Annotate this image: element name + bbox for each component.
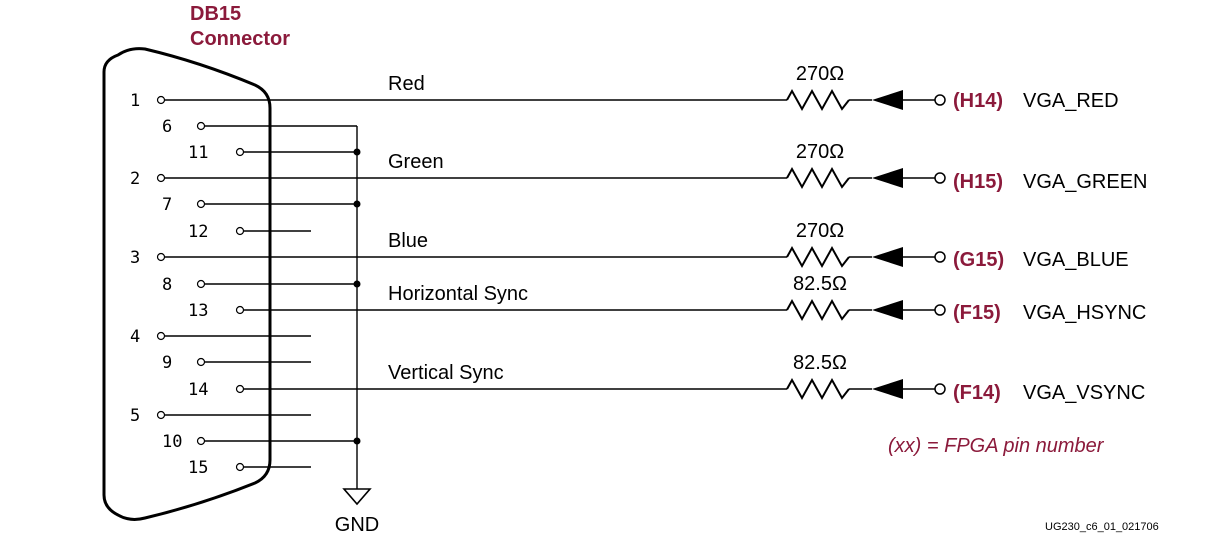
signal-name: Red [388,73,425,95]
connector-title-line2: Connector [190,28,290,50]
pin-number: 13 [188,301,208,321]
signal-name: Horizontal Sync [388,283,528,305]
resistor [786,166,850,190]
drive-arrow-icon [872,300,903,320]
drive-arrow-icon [872,247,903,267]
signal-name: Green [388,151,444,173]
junction-dot [353,437,361,445]
resistor-value: 82.5Ω [793,352,847,374]
legend-note: (xx) = FPGA pin number [888,435,1105,457]
fpga-pin-number: (F14) [953,382,1001,404]
connector-pins: 1 6 11 2 7 12 3 8 13 4 9 14 5 10 15 [130,91,361,478]
pin-6: 6 [162,117,357,137]
signal-nets: Red 270Ω (H14) VGA_RED Green 270Ω (H15) VGA_GRE… [165,63,1147,404]
terminal-circle [934,94,946,106]
terminal-circle [934,172,946,184]
pin-number: 8 [162,275,172,295]
pin-number: 12 [188,222,208,242]
pin-9: 9 [162,353,311,373]
signal-name: Blue [388,230,428,252]
pin-14: 14 [188,380,245,400]
pin-contact [156,410,166,420]
figure-id: UG230_c6_01_021706 [1045,521,1159,533]
pin-12: 12 [188,222,311,242]
pin-13: 13 [188,301,245,321]
fpga-pin-number: (H14) [953,90,1003,112]
db15-connector-shell [102,47,272,521]
resistor [786,298,850,322]
connector-title-line1: DB15 [190,3,241,25]
drive-arrow-icon [872,90,903,110]
pin-8: 8 [162,275,357,295]
pin-number: 5 [130,406,140,426]
fpga-pin-number: (H15) [953,171,1003,193]
pin-4: 4 [130,327,311,347]
pin-number: 3 [130,248,140,268]
pin-3: 3 [130,248,166,268]
drive-arrow-icon [872,379,903,399]
ground-symbol [342,488,372,506]
pin-1: 1 [130,91,166,111]
pin-number: 15 [188,458,208,478]
signal-vga-red: Red 270Ω (H14) VGA_RED [165,63,1119,112]
net-name: VGA_GREEN [1023,171,1147,193]
resistor [786,377,850,401]
pin-contact [235,305,245,315]
resistor-value: 270Ω [796,63,844,85]
pin-7: 7 [162,195,357,215]
pin-2: 2 [130,169,166,189]
pin-contact [196,199,206,209]
signal-vga-vsync: Vertical Sync 82.5Ω (F14) VGA_VSYNC [244,352,1145,404]
terminal-circle [934,304,946,316]
net-name: VGA_VSYNC [1023,382,1145,404]
pin-contact [235,384,245,394]
pin-number: 4 [130,327,140,347]
terminal-circle [934,251,946,263]
resistor-value: 270Ω [796,141,844,163]
junction-dot [353,200,361,208]
pin-contact [156,95,166,105]
resistor [786,245,850,269]
junction-dot [353,280,361,288]
pin-number: 2 [130,169,140,189]
net-name: VGA_RED [1023,90,1119,112]
signal-vga-blue: Blue 270Ω (G15) VGA_BLUE [165,220,1129,271]
fpga-pin-number: (G15) [953,249,1004,271]
pin-contact [196,357,206,367]
ground-label: GND [335,514,379,536]
pin-contact [156,331,166,341]
resistor-value: 82.5Ω [793,273,847,295]
terminal-circle [934,383,946,395]
signal-vga-hsync: Horizontal Sync 82.5Ω (F15) VGA_HSYNC [244,273,1146,324]
pin-number: 14 [188,380,208,400]
pin-contact [156,252,166,262]
resistor [786,88,850,112]
pin-contact [196,279,206,289]
resistor-value: 270Ω [796,220,844,242]
pin-5: 5 [130,406,311,426]
signal-vga-green: Green 270Ω (H15) VGA_GREEN [165,141,1147,193]
pin-15: 15 [188,458,311,478]
fpga-pin-number: (F15) [953,302,1001,324]
pin-number: 6 [162,117,172,137]
pin-contact [196,121,206,131]
pin-contact [235,226,245,236]
pin-contact [156,173,166,183]
net-name: VGA_BLUE [1023,249,1129,271]
pin-number: 10 [162,432,182,452]
signal-name: Vertical Sync [388,362,504,384]
pin-number: 1 [130,91,140,111]
junction-dot [353,148,361,156]
pin-10: 10 [162,432,357,452]
pin-11: 11 [188,143,357,163]
pin-contact [235,147,245,157]
drive-arrow-icon [872,168,903,188]
pin-contact [235,462,245,472]
pin-contact [196,436,206,446]
net-name: VGA_HSYNC [1023,302,1146,324]
pin-number: 9 [162,353,172,373]
pin-number: 11 [188,143,208,163]
pin-number: 7 [162,195,172,215]
